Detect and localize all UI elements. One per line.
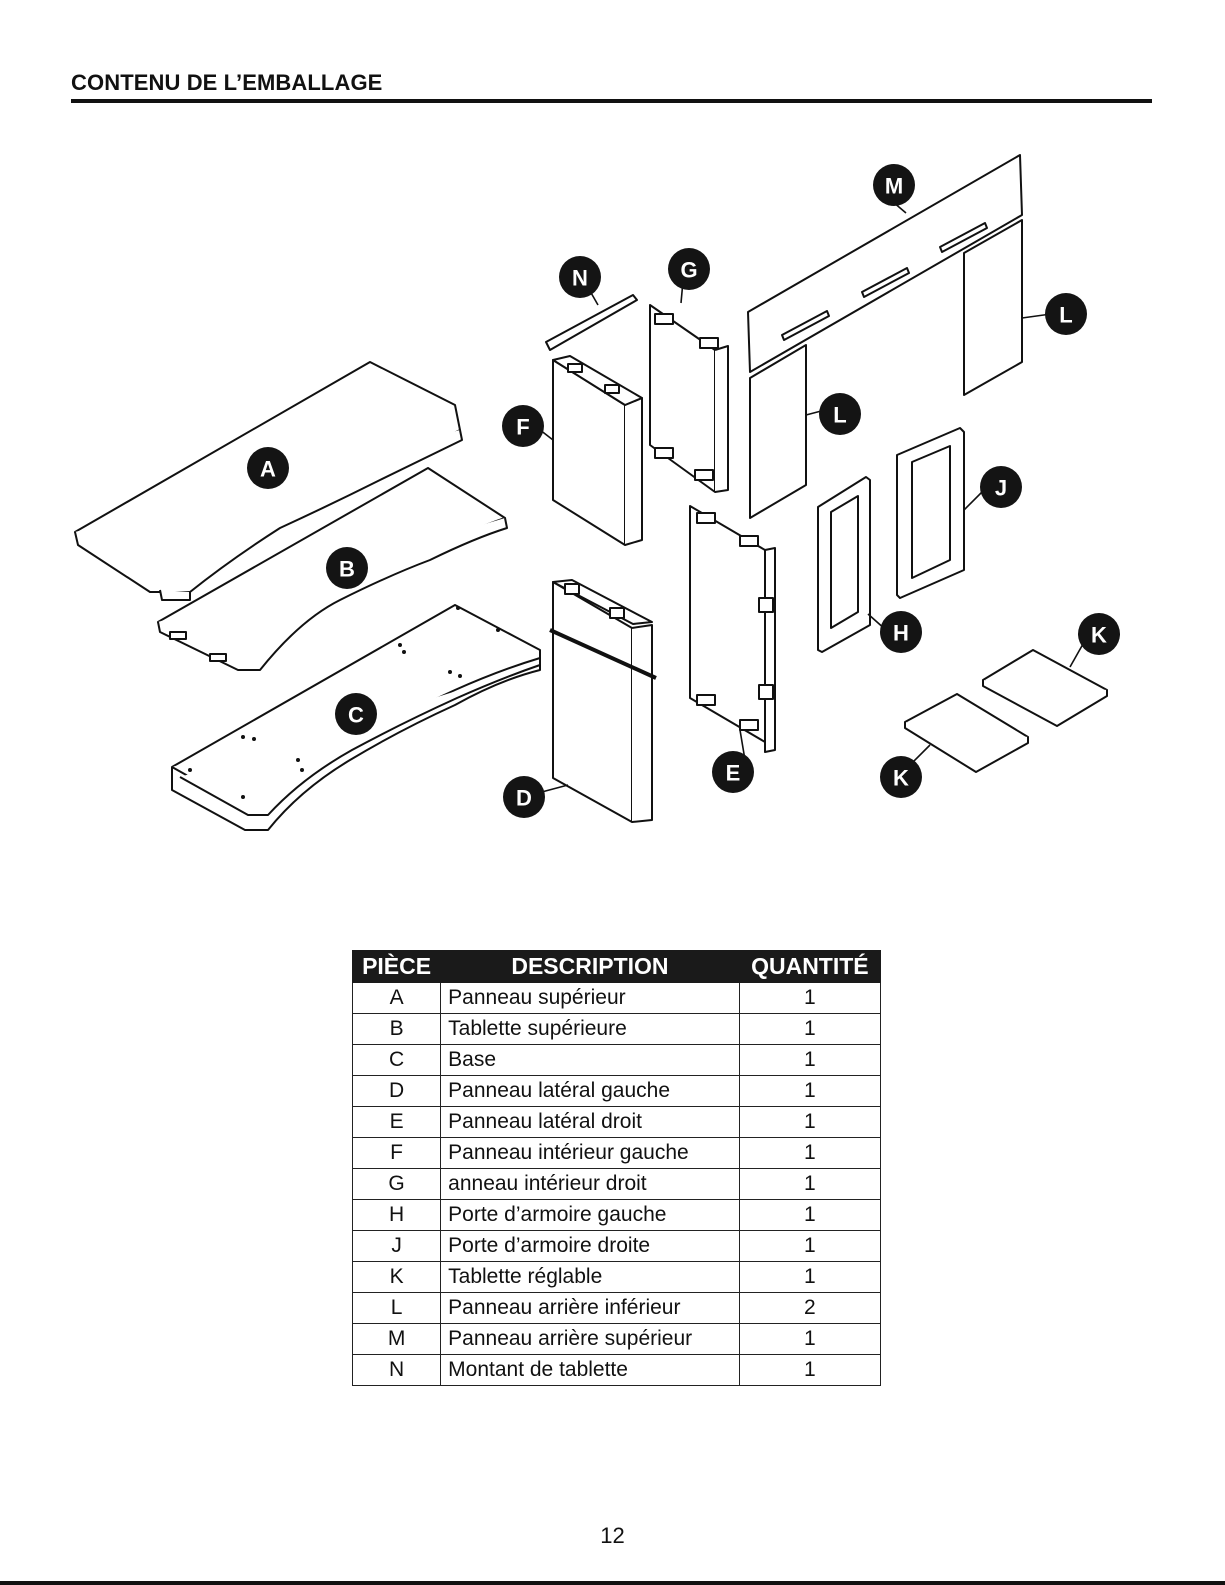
label-j: J — [995, 476, 1007, 501]
description-cell: Panneau arrière supérieur — [440, 1323, 740, 1355]
label-l-right: L — [1059, 303, 1072, 328]
piece-cell: M — [351, 1323, 442, 1355]
piece-cell: B — [351, 1013, 442, 1045]
label-c: C — [348, 703, 364, 728]
label-h: H — [893, 621, 909, 646]
part-l-drawing — [749, 219, 1023, 519]
description-cell: Base — [440, 1044, 740, 1076]
description-cell: Panneau arrière inférieur — [440, 1292, 740, 1324]
quantity-cell: 1 — [738, 982, 882, 1014]
part-n-drawing — [545, 294, 638, 351]
part-h-drawing — [817, 476, 871, 653]
description-cell: Tablette supérieure — [440, 1013, 740, 1045]
label-n: N — [572, 266, 588, 291]
description-cell: Panneau latéral gauche — [440, 1075, 740, 1107]
quantity-cell: 1 — [738, 1075, 882, 1107]
piece-cell: G — [351, 1168, 442, 1200]
description-cell: Panneau supérieur — [440, 982, 740, 1014]
description-cell: Tablette réglable — [440, 1261, 740, 1293]
piece-cell: J — [351, 1230, 442, 1262]
label-b: B — [339, 557, 355, 582]
label-g: G — [680, 258, 697, 283]
description-cell: Montant de tablette — [440, 1354, 740, 1386]
description-cell: anneau intérieur droit — [440, 1168, 740, 1200]
label-a: A — [260, 457, 276, 482]
label-l-left: L — [833, 403, 846, 428]
quantity-cell: 1 — [738, 1168, 882, 1200]
label-e: E — [726, 761, 741, 786]
header-quantity: QUANTITÉ — [738, 950, 882, 983]
piece-cell: F — [351, 1137, 442, 1169]
part-f-drawing — [552, 355, 643, 546]
label-f: F — [516, 415, 529, 440]
part-d-drawing — [549, 579, 657, 823]
piece-cell: E — [351, 1106, 442, 1138]
description-cell: Porte d’armoire droite — [440, 1230, 740, 1262]
description-cell: Porte d’armoire gauche — [440, 1199, 740, 1231]
piece-cell: L — [351, 1292, 442, 1324]
quantity-cell: 1 — [738, 1013, 882, 1045]
page-number: 12 — [600, 1523, 625, 1548]
part-e-drawing — [689, 505, 776, 753]
header-description: DESCRIPTION — [440, 950, 740, 983]
piece-cell: A — [351, 982, 442, 1014]
quantity-cell: 1 — [738, 1230, 882, 1262]
description-cell: Panneau latéral droit — [440, 1106, 740, 1138]
label-d: D — [516, 786, 532, 811]
label-m: M — [885, 174, 903, 199]
title-rule — [71, 99, 1152, 103]
quantity-cell: 1 — [738, 1199, 882, 1231]
part-j-drawing — [896, 427, 965, 599]
bottom-rule — [0, 1581, 1225, 1585]
quantity-cell: 1 — [738, 1106, 882, 1138]
quantity-cell: 1 — [738, 1354, 882, 1386]
quantity-cell: 1 — [738, 1323, 882, 1355]
piece-cell: K — [351, 1261, 442, 1293]
piece-cell: H — [351, 1199, 442, 1231]
part-k-drawing — [904, 649, 1108, 773]
piece-cell: C — [351, 1044, 442, 1076]
header-piece: PIÈCE — [351, 950, 442, 983]
page-title: CONTENU DE L’EMBALLAGE — [71, 70, 383, 95]
quantity-cell: 1 — [738, 1137, 882, 1169]
part-m-drawing — [747, 154, 1023, 373]
description-cell: Panneau intérieur gauche — [440, 1137, 740, 1169]
label-k-right: K — [1091, 623, 1107, 648]
part-g-drawing — [649, 304, 729, 493]
quantity-cell: 2 — [738, 1292, 882, 1324]
quantity-cell: 1 — [738, 1044, 882, 1076]
label-k-left: K — [893, 766, 909, 791]
quantity-cell: 1 — [738, 1261, 882, 1293]
piece-cell: N — [351, 1354, 442, 1386]
table-header-row: PIÈCE DESCRIPTION QUANTITÉ — [351, 950, 882, 983]
piece-cell: D — [351, 1075, 442, 1107]
parts-diagram: A B C D E F G H J K K L L M N — [60, 140, 1160, 860]
